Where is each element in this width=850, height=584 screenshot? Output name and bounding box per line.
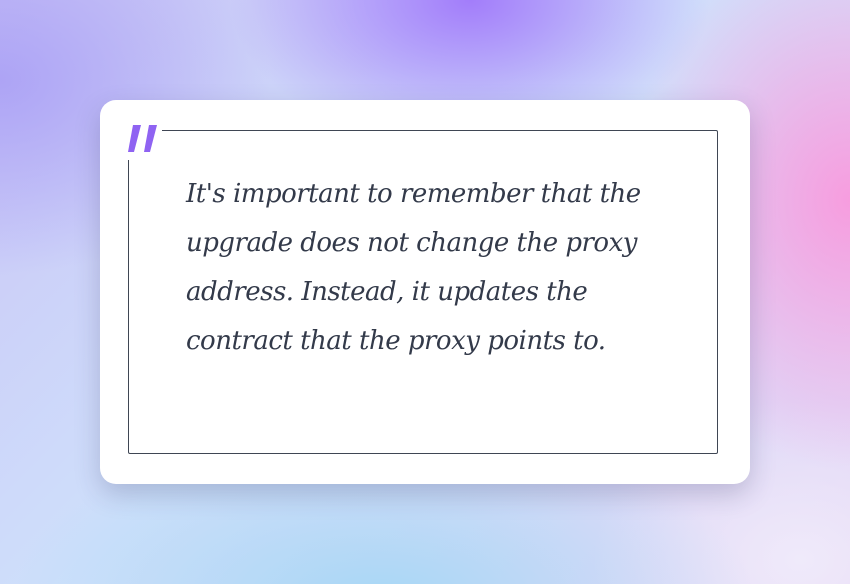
quote-card: It's important to remember that the upgr… [100, 100, 750, 484]
quote-frame [128, 130, 718, 454]
quote-icon [124, 120, 162, 160]
quote-text: It's important to remember that the upgr… [186, 179, 641, 356]
